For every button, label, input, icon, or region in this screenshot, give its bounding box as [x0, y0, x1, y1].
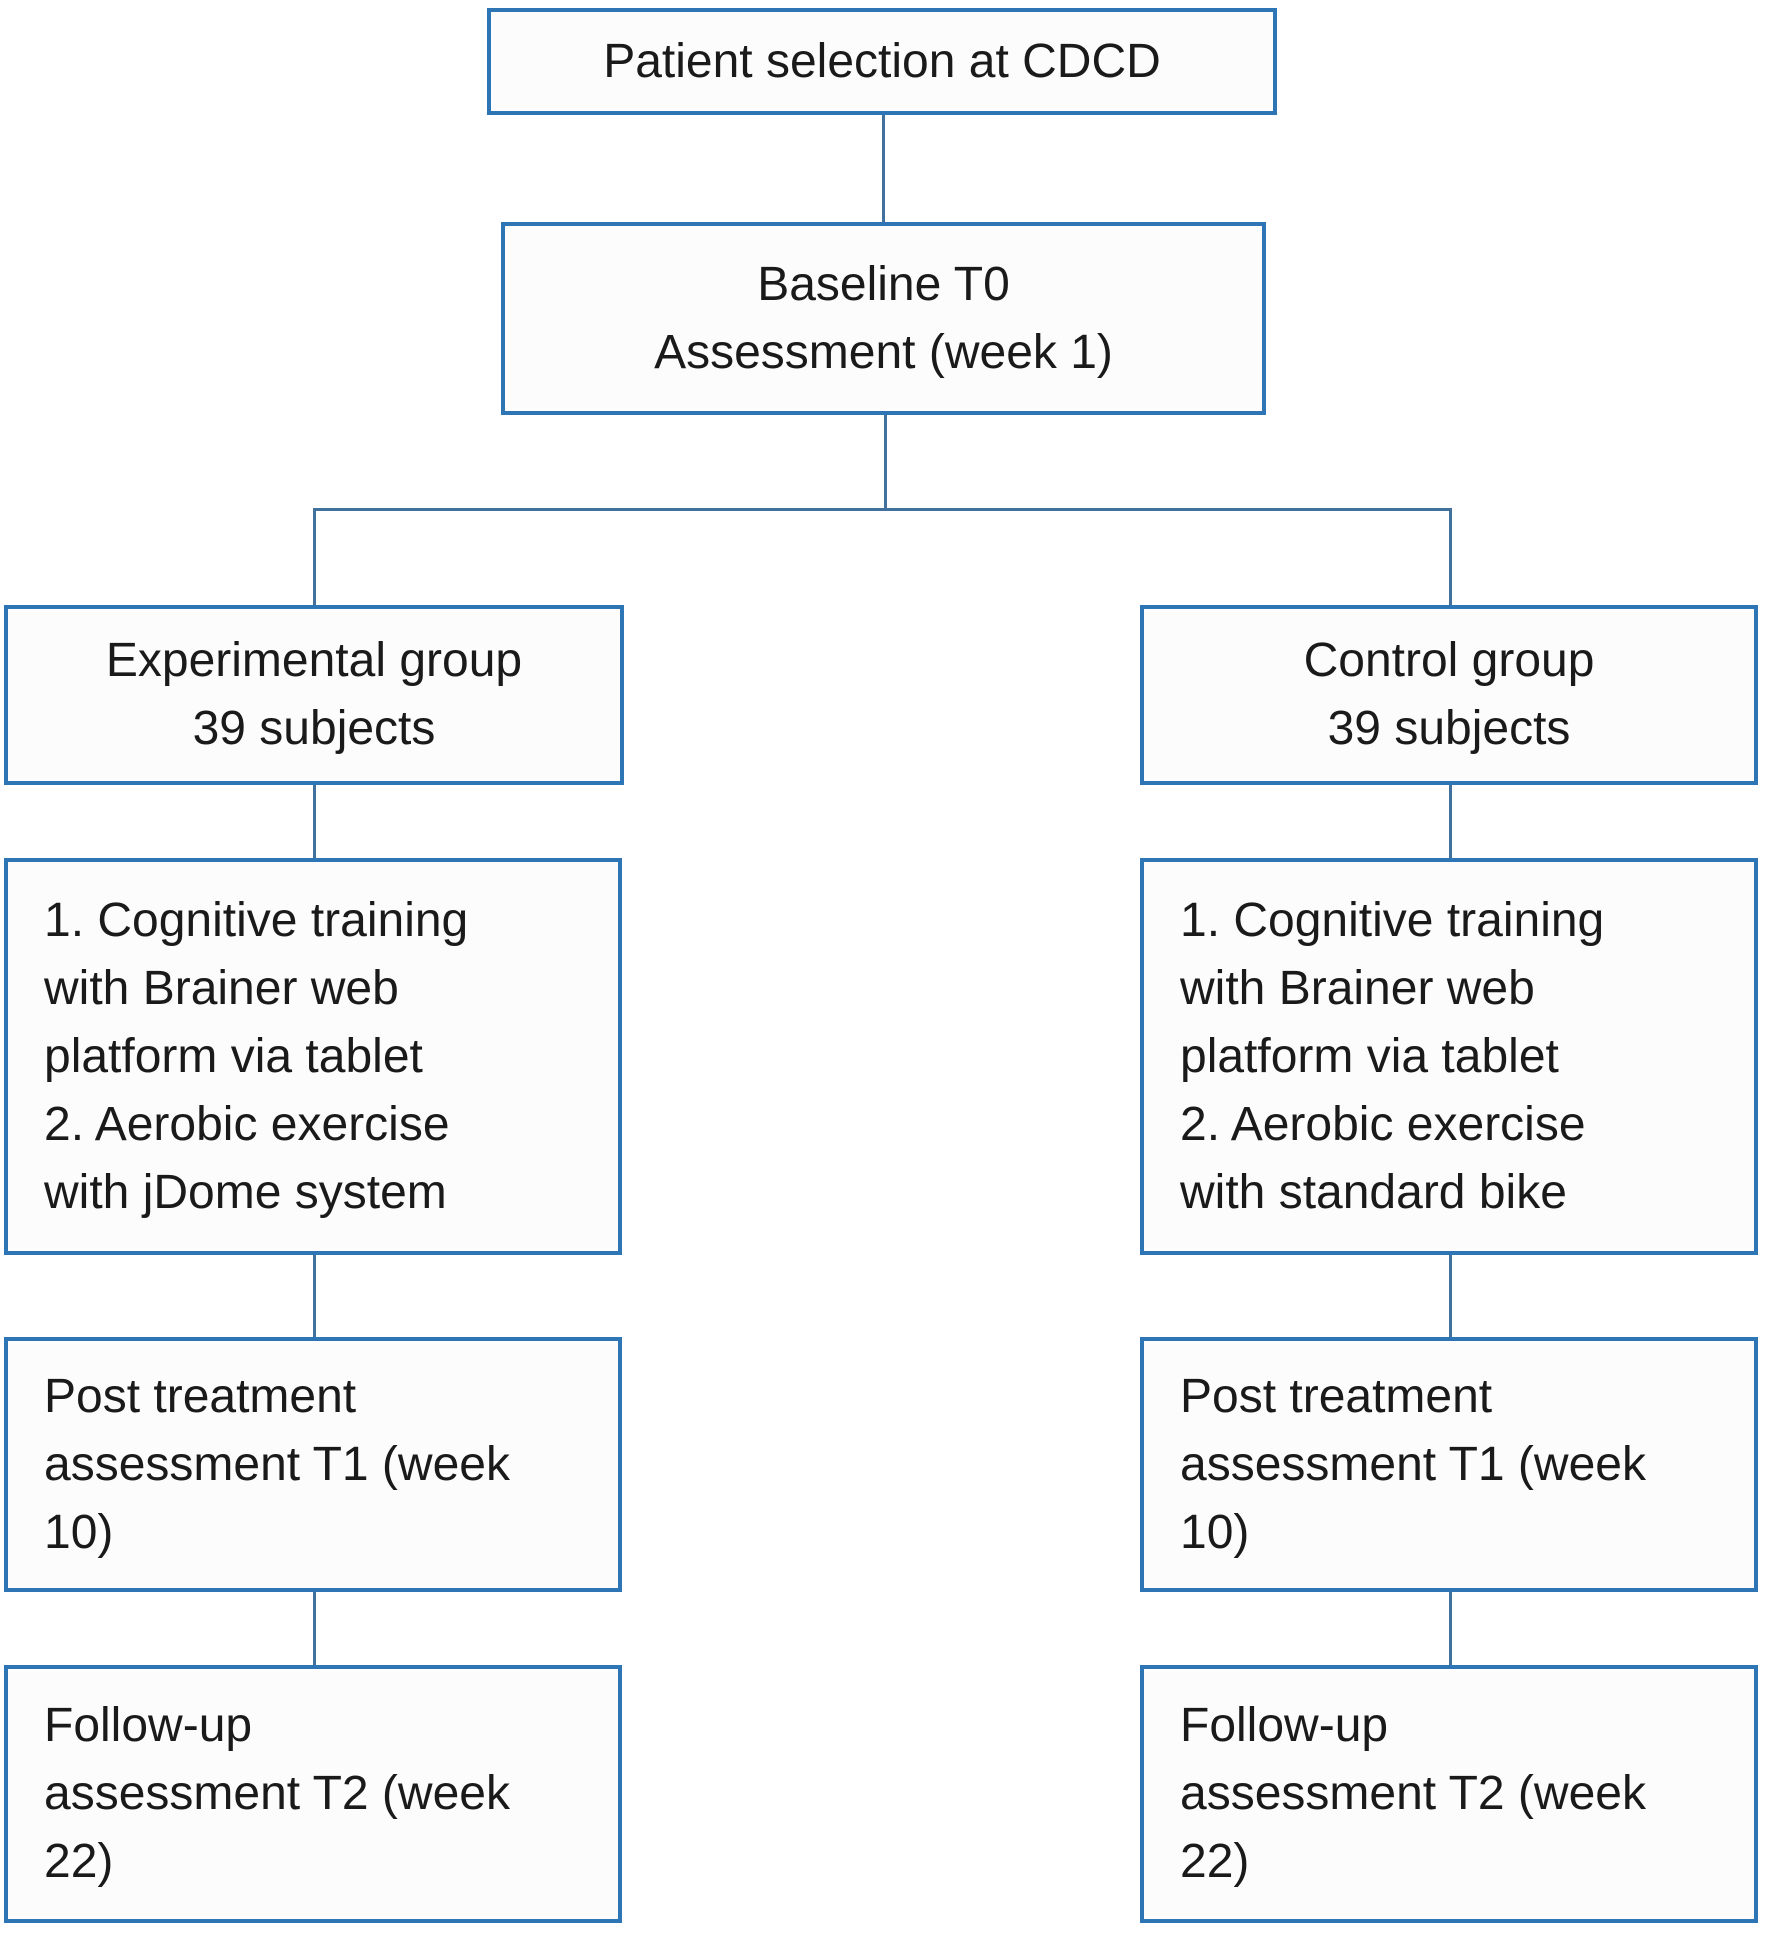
- connector-control-group-to-intervention: [1449, 785, 1452, 858]
- node-control-group: Control group 39 subjects: [1140, 605, 1758, 785]
- connector-control-post-to-followup: [1449, 1592, 1452, 1665]
- node-control-intervention: 1. Cognitive training with Brainer web p…: [1140, 858, 1758, 1255]
- node-control-post-treatment: Post treatment assessment T1 (week 10): [1140, 1337, 1758, 1592]
- node-patient-selection: Patient selection at CDCD: [487, 8, 1277, 115]
- node-control-followup: Follow-up assessment T2 (week 22): [1140, 1665, 1758, 1923]
- connector-experimental-group-to-intervention: [313, 785, 316, 858]
- node-patient-selection-label: Patient selection at CDCD: [603, 34, 1161, 88]
- connector-baseline-to-branch: [884, 415, 887, 508]
- node-experimental-intervention-label: 1. Cognitive training with Brainer web p…: [44, 893, 469, 1219]
- connector-patient-to-baseline: [882, 115, 885, 222]
- node-experimental-followup-label: Follow-up assessment T2 (week 22): [44, 1699, 510, 1888]
- node-experimental-group-label: Experimental group 39 subjects: [105, 634, 523, 755]
- connector-branch-horizontal: [313, 508, 1452, 511]
- node-control-post-treatment-label: Post treatment assessment T1 (week 10): [1180, 1369, 1646, 1559]
- node-control-group-label: Control group 39 subjects: [1303, 634, 1595, 755]
- connector-experimental-post-to-followup: [313, 1592, 316, 1665]
- node-experimental-followup: Follow-up assessment T2 (week 22): [4, 1665, 622, 1923]
- connector-branch-to-experimental-group: [313, 508, 316, 605]
- node-baseline-assessment: Baseline T0 Assessment (week 1): [501, 222, 1266, 415]
- node-experimental-post-treatment-label: Post treatment assessment T1 (week 10): [44, 1369, 510, 1559]
- node-experimental-group: Experimental group 39 subjects: [4, 605, 624, 785]
- node-experimental-intervention: 1. Cognitive training with Brainer web p…: [4, 858, 622, 1255]
- node-control-intervention-label: 1. Cognitive training with Brainer web p…: [1180, 893, 1605, 1219]
- connector-control-intervention-to-post: [1449, 1255, 1452, 1337]
- node-control-followup-label: Follow-up assessment T2 (week 22): [1180, 1699, 1646, 1888]
- node-baseline-assessment-label: Baseline T0 Assessment (week 1): [654, 257, 1113, 379]
- connector-branch-to-control-group: [1449, 508, 1452, 605]
- node-experimental-post-treatment: Post treatment assessment T1 (week 10): [4, 1337, 622, 1592]
- connector-experimental-intervention-to-post: [313, 1255, 316, 1337]
